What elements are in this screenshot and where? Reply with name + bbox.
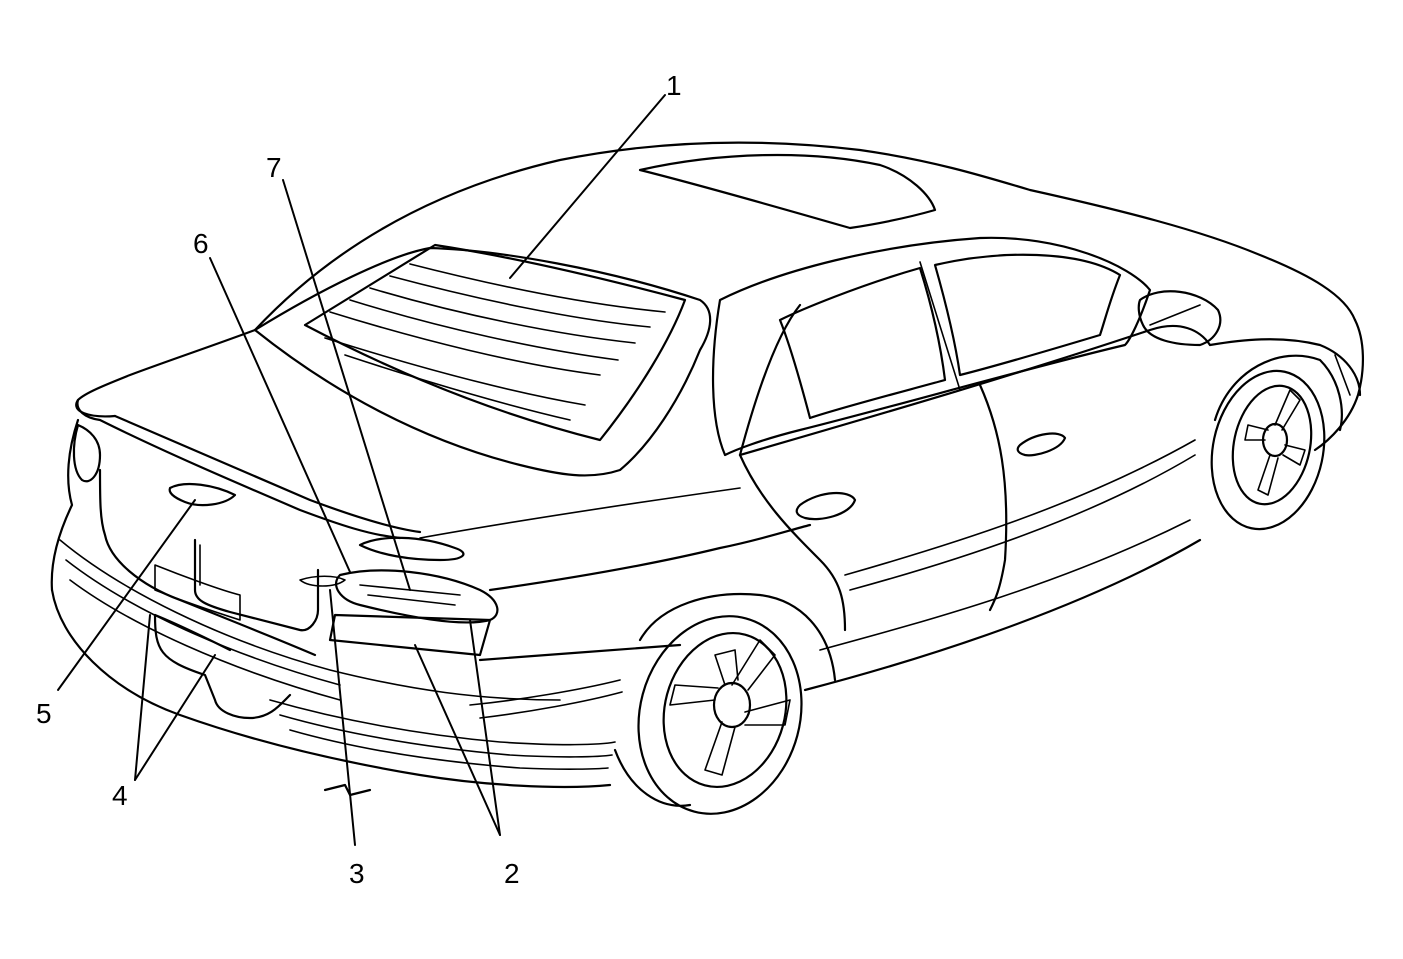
callout-4: 4 [112,780,128,811]
callout-5: 5 [36,698,52,729]
callout-3: 3 [349,858,365,889]
front-fender [1208,338,1362,397]
rear-wheel [613,593,837,815]
callout-6: 6 [193,228,209,259]
callout-7: 7 [266,152,282,183]
leader-2a [414,644,501,836]
leader-4b [134,654,216,781]
side-doors [711,236,1222,692]
leader-3 [329,589,356,846]
leader-6 [209,257,351,573]
leader-2b [469,619,501,836]
leader-7 [282,179,411,591]
exhaust [323,783,372,797]
callout-2: 2 [504,858,520,889]
leader-4a [134,614,151,781]
callout-labels: 1 2 3 4 5 6 7 [36,70,682,889]
leader-1 [509,94,666,279]
leader-lines [57,94,666,846]
front-wheel [1210,354,1343,531]
leader-5 [57,499,196,691]
rear-window [253,243,712,477]
sunroof [638,153,937,230]
callout-1: 1 [666,70,682,101]
front-marker [1334,354,1351,396]
car-body [50,141,1365,789]
